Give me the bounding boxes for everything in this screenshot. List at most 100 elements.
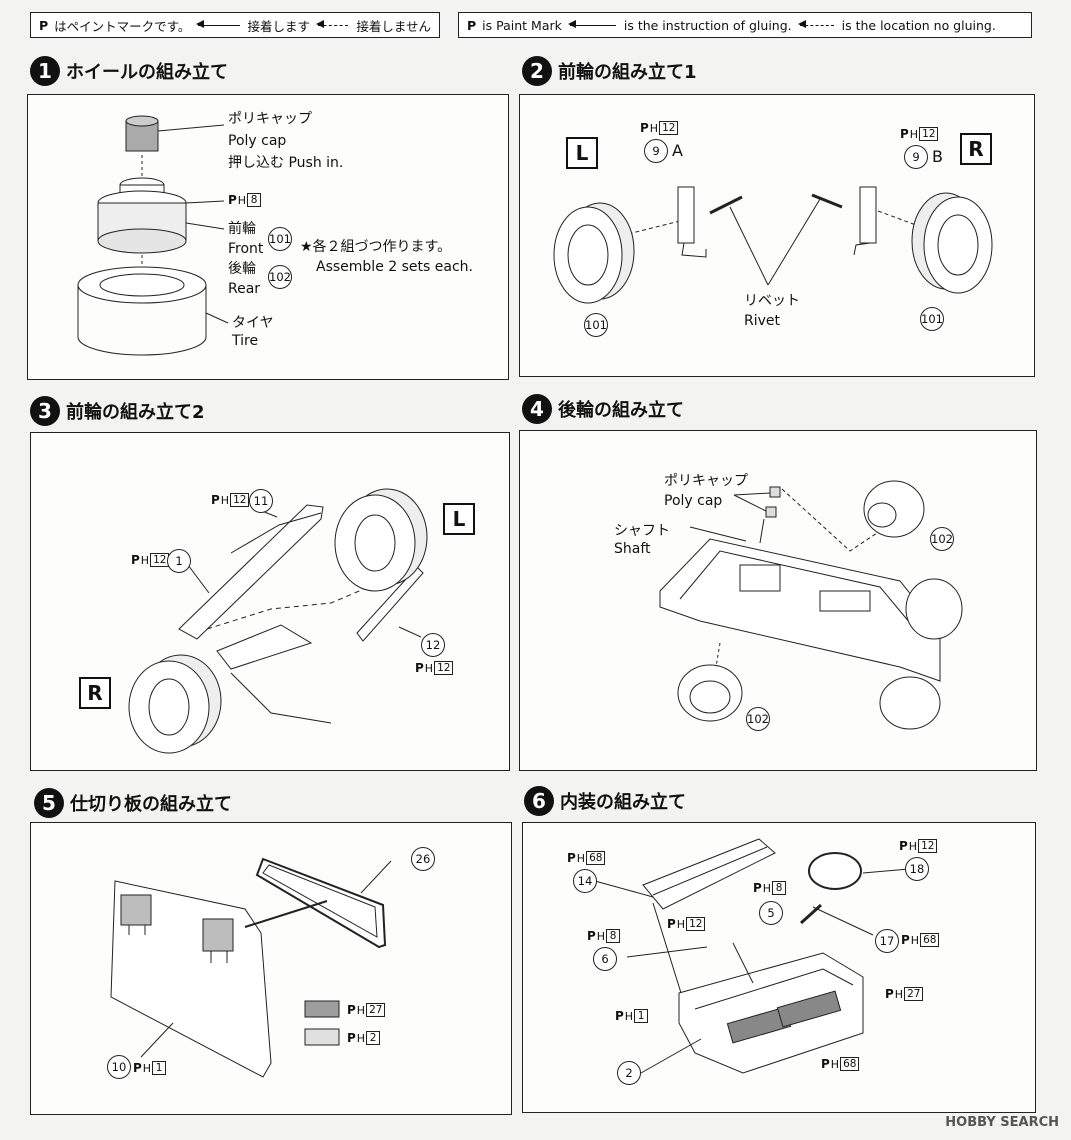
part-number-101: 101 bbox=[920, 307, 944, 331]
left-marker: L bbox=[443, 503, 475, 535]
push-in-label: 押し込む Push in. bbox=[228, 155, 344, 171]
part-number-2: 2 bbox=[617, 1061, 641, 1085]
poly-cap-label-jp: ポリキャップ bbox=[664, 473, 748, 489]
wheel-assembly-illustration bbox=[77, 115, 229, 356]
left-marker: L bbox=[566, 137, 598, 169]
step-2-title: 2 前輪の組み立て1 bbox=[522, 56, 697, 86]
step-6-title: 6 内装の組み立て bbox=[524, 786, 686, 816]
step-heading: 内装の組み立て bbox=[560, 792, 686, 813]
step-1-title: 1 ホイールの組み立て bbox=[30, 56, 228, 86]
tire-label-jp: タイヤ bbox=[232, 315, 274, 331]
part-number-26: 26 bbox=[411, 847, 435, 871]
step-4-panel: ポリキャップ Poly cap シャフト Shaft 102 102 bbox=[519, 430, 1037, 771]
legend-english: P is Paint Mark is the instruction of gl… bbox=[458, 12, 1032, 38]
assemble-note-en: Assemble 2 sets each. bbox=[316, 259, 473, 275]
step-heading: 後輪の組み立て bbox=[558, 400, 684, 421]
step-number-badge: 3 bbox=[30, 396, 60, 426]
step-heading: 前輪の組み立て1 bbox=[558, 62, 697, 83]
step-5-title: 5 仕切り板の組み立て bbox=[34, 788, 232, 818]
part-number-9a: 9 bbox=[644, 139, 668, 163]
dashed-arrow-icon bbox=[315, 20, 349, 28]
part-number-6: 6 bbox=[593, 947, 617, 971]
rear-label-jp: 後輪 bbox=[228, 261, 256, 277]
legend-glue-text-jp: 接着します bbox=[247, 18, 311, 34]
rivet-label-en: Rivet bbox=[744, 313, 781, 329]
part-number-17: 17 bbox=[875, 929, 899, 953]
right-marker: R bbox=[960, 133, 992, 165]
step-heading: 仕切り板の組み立て bbox=[70, 794, 232, 815]
part-number-12: 12 bbox=[421, 633, 445, 657]
front-label-en: Front bbox=[228, 241, 264, 257]
interior-assembly-illustration bbox=[594, 838, 910, 1074]
part-number-10: 10 bbox=[107, 1055, 131, 1079]
poly-cap-label-en: Poly cap bbox=[664, 493, 723, 509]
variant-a-label: A bbox=[672, 141, 683, 160]
variant-b-label: B bbox=[932, 147, 943, 166]
legend-japanese: P はペイントマークです。 接着します 接着しません bbox=[30, 12, 440, 38]
dashed-arrow-icon bbox=[797, 20, 834, 28]
part-number-18: 18 bbox=[905, 857, 929, 881]
step-number-badge: 4 bbox=[522, 394, 552, 424]
step-4-title: 4 後輪の組み立て bbox=[522, 394, 684, 424]
legend-glue-text-en: is the instruction of gluing. bbox=[623, 17, 792, 33]
assemble-note-jp: ★各２組づつ作ります。 bbox=[300, 239, 452, 255]
poly-cap-label-jp: ポリキャップ bbox=[228, 111, 312, 127]
legend-noglue-text-en: is the location no gluing. bbox=[841, 17, 996, 33]
tire-label-en: Tire bbox=[232, 333, 259, 349]
rear-label-en: Rear bbox=[228, 281, 261, 297]
front-axle-assembly-illustration bbox=[128, 488, 428, 754]
part-number-14: 14 bbox=[573, 869, 597, 893]
part-number-1: 1 bbox=[167, 549, 191, 573]
part-number-101: 101 bbox=[584, 313, 608, 337]
paint-mark-icon: P bbox=[467, 17, 477, 33]
part-number-102: 102 bbox=[268, 265, 292, 289]
part-number-9b: 9 bbox=[904, 145, 928, 169]
part-number-11: 11 bbox=[249, 489, 273, 513]
shaft-label-en: Shaft bbox=[614, 541, 651, 557]
right-marker: R bbox=[79, 677, 111, 709]
part-number-101: 101 bbox=[268, 227, 292, 251]
step-number-badge: 2 bbox=[522, 56, 552, 86]
partition-assembly-illustration bbox=[110, 857, 392, 1078]
shaft-label-jp: シャフト bbox=[614, 523, 670, 539]
step-3-title: 3 前輪の組み立て2 bbox=[30, 396, 205, 426]
part-number-5: 5 bbox=[759, 901, 783, 925]
paint-mark-icon: P bbox=[39, 17, 49, 33]
step-number-badge: 1 bbox=[30, 56, 60, 86]
rear-wheel-assembly-illustration bbox=[659, 480, 963, 730]
legend-paint-text-en: is Paint Mark bbox=[482, 17, 562, 33]
solid-arrow-icon bbox=[567, 20, 616, 28]
step-number-badge: 6 bbox=[524, 786, 554, 816]
part-number-102: 102 bbox=[746, 707, 770, 731]
step-heading: ホイールの組み立て bbox=[66, 62, 228, 83]
rivet-label-jp: リベット bbox=[744, 293, 800, 309]
hobby-search-watermark: HOBBY SEARCH bbox=[945, 1115, 1059, 1130]
front-wheel-assembly-illustration bbox=[553, 186, 993, 304]
front-label-jp: 前輪 bbox=[228, 221, 256, 237]
step-number-badge: 5 bbox=[34, 788, 64, 818]
legend-noglue-text-jp: 接着しません bbox=[356, 18, 431, 34]
solid-arrow-icon bbox=[196, 20, 240, 28]
poly-cap-label-en: Poly cap bbox=[228, 133, 287, 149]
